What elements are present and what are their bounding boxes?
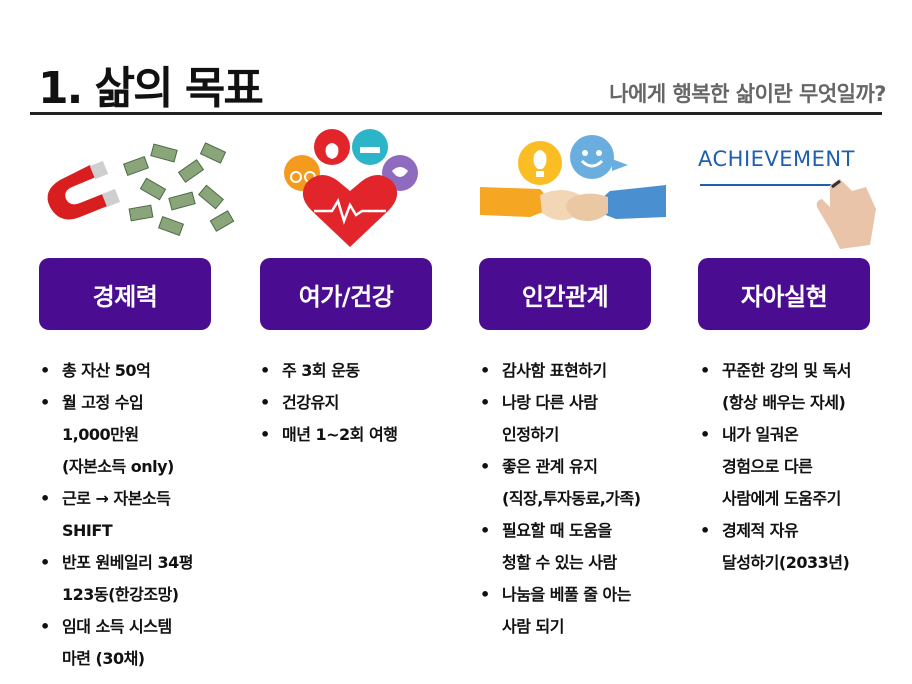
list-item-text: 월 고정 수입 1,000만원 (자본소득 only) [62, 393, 174, 476]
handshake-icon [470, 125, 678, 255]
list-item: 주 3회 운동 [260, 355, 460, 387]
column-relationship: 인간관계 감사함 표현하기 나랑 다른 사람 인정하기 좋은 관계 유지 (직장… [470, 125, 678, 636]
list-item: 내가 일궈온 경험으로 다른 사람에게 도움주기 [700, 419, 900, 515]
leisure-list: 주 3회 운동 건강유지 매년 1~2회 여행 [260, 355, 460, 451]
achievement-text: ACHIEVEMENT [698, 147, 855, 171]
list-item-text: 꾸준한 강의 및 독서 (항상 배우는 자세) [722, 361, 851, 412]
list-item-text: 경제적 자유 달성하기(2033년) [722, 521, 850, 572]
list-item: 임대 소득 시스템 마련 (30채) [40, 611, 240, 675]
title-divider [30, 112, 882, 115]
list-item: 꾸준한 강의 및 독서 (항상 배우는 자세) [700, 355, 900, 419]
column-self-realization: ACHIEVEMENT 자아실현 꾸준한 강의 및 독서 (항상 배우는 자세)… [690, 125, 898, 572]
page-subtitle: 나에게 행복한 삶이란 무엇일까? [609, 82, 886, 106]
list-item: 나눔을 베풀 줄 아는 사람 되기 [480, 579, 686, 643]
list-item: 나랑 다른 사람 인정하기 [480, 387, 686, 451]
card-self-realization: 자아실현 [698, 258, 870, 330]
money-magnet-icon [30, 125, 238, 255]
list-item: 경제적 자유 달성하기(2033년) [700, 515, 900, 579]
list-item-text: 총 자산 50억 [62, 361, 151, 380]
list-item-text: 내가 일궈온 경험으로 다른 사람에게 도움주기 [722, 425, 841, 508]
relationship-list: 감사함 표현하기 나랑 다른 사람 인정하기 좋은 관계 유지 (직장,투자동료… [480, 355, 686, 643]
card-economic: 경제력 [39, 258, 211, 330]
list-item: 매년 1~2회 여행 [260, 419, 460, 451]
list-item: 월 고정 수입 1,000만원 (자본소득 only) [40, 387, 240, 483]
self-realization-list: 꾸준한 강의 및 독서 (항상 배우는 자세) 내가 일궈온 경험으로 다른 사… [700, 355, 900, 579]
list-item: 감사함 표현하기 [480, 355, 686, 387]
list-item: 근로 → 자본소득 SHIFT [40, 483, 240, 547]
list-item-text: 좋은 관계 유지 (직장,투자동료,가족) [502, 457, 641, 508]
list-item: 필요할 때 도움을 청할 수 있는 사람 [480, 515, 686, 579]
list-item: 총 자산 50억 [40, 355, 240, 387]
list-item-text: 매년 1~2회 여행 [282, 425, 398, 444]
page-title: 1. 삶의 목표 [38, 63, 264, 114]
column-economic: 경제력 총 자산 50억 월 고정 수입 1,000만원 (자본소득 only)… [30, 125, 238, 668]
list-item: 반포 원베일리 34평 123동(한강조망) [40, 547, 240, 611]
list-item: 건강유지 [260, 387, 460, 419]
list-item-text: 건강유지 [282, 393, 339, 412]
list-item-text: 나랑 다른 사람 인정하기 [502, 393, 598, 444]
list-item-text: 주 3회 운동 [282, 361, 360, 380]
achievement-hand-icon: ACHIEVEMENT [690, 125, 898, 255]
list-item: 좋은 관계 유지 (직장,투자동료,가족) [480, 451, 686, 515]
list-item-text: 반포 원베일리 34평 123동(한강조망) [62, 553, 193, 604]
card-relationship: 인간관계 [479, 258, 651, 330]
heart-health-icon [250, 125, 458, 255]
list-item-text: 감사함 표현하기 [502, 361, 607, 380]
list-item-text: 임대 소득 시스템 마련 (30채) [62, 617, 172, 668]
column-leisure: 여가/건강 주 3회 운동 건강유지 매년 1~2회 여행 [250, 125, 458, 451]
list-item-text: 필요할 때 도움을 청할 수 있는 사람 [502, 521, 617, 572]
economic-list: 총 자산 50억 월 고정 수입 1,000만원 (자본소득 only) 근로 … [40, 355, 240, 675]
card-leisure: 여가/건강 [260, 258, 432, 330]
list-item-text: 근로 → 자본소득 SHIFT [62, 489, 171, 540]
list-item-text: 나눔을 베풀 줄 아는 사람 되기 [502, 585, 631, 636]
